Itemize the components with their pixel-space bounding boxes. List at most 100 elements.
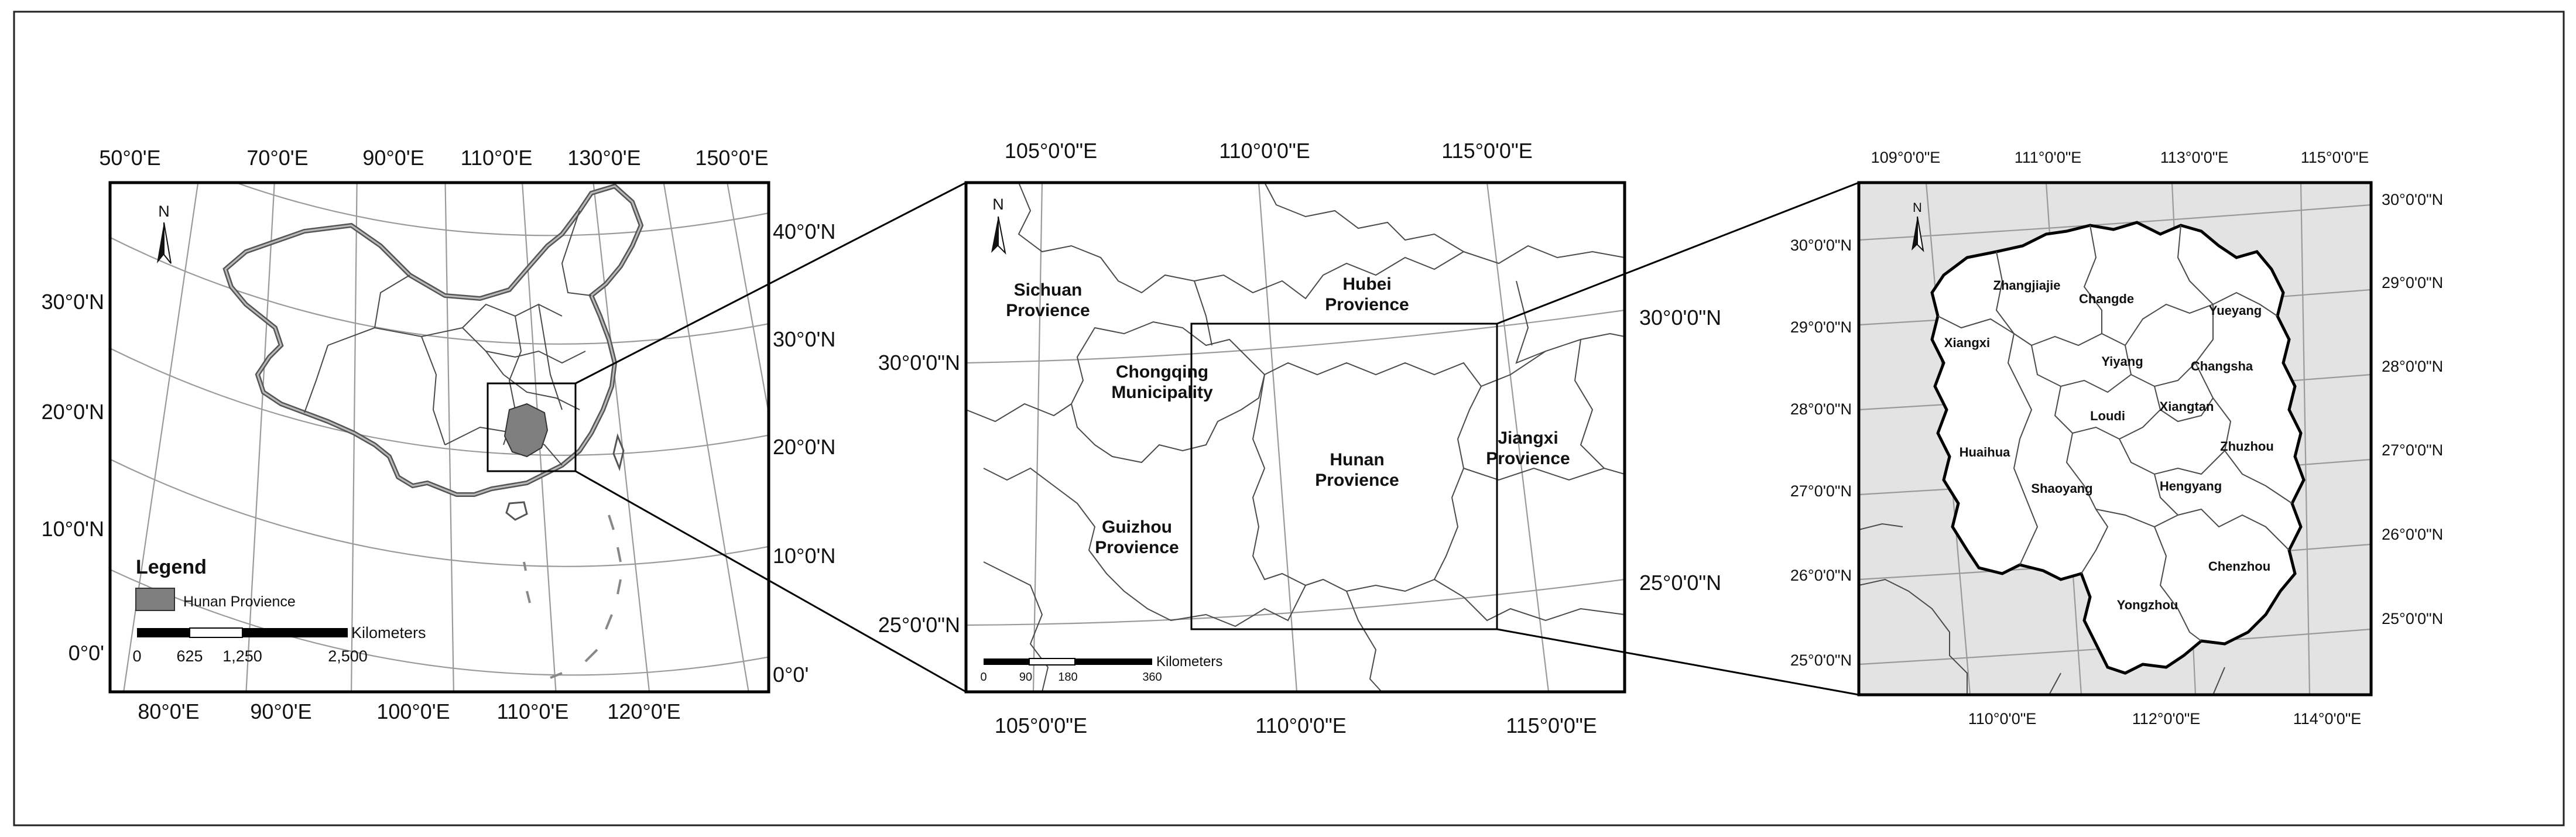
lon-label: 109°0'0"E <box>1871 149 1941 166</box>
lat-label: 10°0'N <box>773 544 835 568</box>
city-label: Hengyang <box>2160 479 2222 493</box>
province-label: Hunan <box>1330 450 1384 469</box>
panel2-province-borders <box>966 183 1625 692</box>
city-label: Xiangxi <box>1944 335 1990 350</box>
panel-regional-context: N Sichuan Provience Hubei Provience Chon… <box>878 139 1721 737</box>
city-labels: Zhangjiajie Changde Yueyang Xiangxi Yiya… <box>1944 278 2274 612</box>
lon-label: 111°0'0"E <box>2015 149 2082 166</box>
scale-unit: Kilometers <box>351 624 426 642</box>
panel3-outside-borders <box>1859 523 2225 695</box>
panel2-frame <box>964 181 1626 694</box>
lat-label: 20°0'N <box>773 435 835 459</box>
panel2-hunan-extent-box <box>1190 323 1498 630</box>
panel1-lon-labels-top: 50°0'E 70°0'E 90°0'E 110°0'E 130°0'E 150… <box>99 146 768 170</box>
scale-tick: 625 <box>176 647 203 665</box>
panel2-north-arrow: N <box>991 195 1006 255</box>
lon-label: 90°0'E <box>362 146 424 170</box>
scale-bar: 0 625 1,250 2,500 Kilometers <box>132 624 426 665</box>
lon-label: 110°0'0"E <box>1255 713 1347 737</box>
north-arrow-label: N <box>1913 200 1922 215</box>
hunan-city-borders <box>1937 225 2293 642</box>
legend-item-label: Hunan Provience <box>183 594 296 610</box>
scale-tick: 360 <box>1142 671 1162 684</box>
scale-unit: Kilometers <box>1156 654 1222 670</box>
province-label: Jiangxi <box>1498 428 1558 448</box>
province-label: Provience <box>1325 295 1409 314</box>
panel3-lat-labels-right: 30°0'0"N 29°0'0"N 28°0'0"N 27°0'0"N 26°0… <box>2382 191 2443 627</box>
lat-label: 0°0' <box>773 663 809 687</box>
scale-tick: 0 <box>980 671 986 684</box>
taiwan <box>612 433 625 471</box>
south-china-sea-islands <box>523 514 622 679</box>
lat-label: 10°0'N <box>42 517 104 541</box>
panel3-north-arrow: N <box>1912 200 1924 252</box>
legend: Legend Hunan Provience 0 625 1,250 2,500… <box>132 556 426 665</box>
lat-label: 30°0'0"N <box>878 351 960 375</box>
province-label: Hubei <box>1342 275 1391 294</box>
lat-label: 30°0'0"N <box>1790 236 1852 254</box>
lat-label: 26°0'0"N <box>2382 526 2443 543</box>
panel1-lon-labels-bottom: 80°0'E 90°0'E 100°0'E 110°0'E 120°0'E <box>138 699 680 723</box>
lat-label: 26°0'0"N <box>1790 567 1852 584</box>
scale-tick: 90 <box>1019 671 1032 684</box>
city-label: Loudi <box>2090 409 2125 423</box>
lat-label: 25°0'0"N <box>1790 651 1852 669</box>
lon-label: 105°0'0"E <box>1005 139 1097 163</box>
legend-title: Legend <box>136 556 207 578</box>
province-labels: Sichuan Provience Hubei Provience Chongq… <box>1006 275 1570 557</box>
lat-label: 29°0'0"N <box>2382 274 2443 291</box>
city-label: Yongzhou <box>2117 598 2178 612</box>
lat-label: 30°0'0"N <box>2382 191 2443 208</box>
city-label: Shaoyang <box>2031 481 2092 496</box>
lat-label: 40°0'N <box>773 219 835 243</box>
city-label: Zhuzhou <box>2220 439 2274 454</box>
province-label: Sichuan <box>1014 280 1083 300</box>
city-label: Huaihua <box>1960 445 2011 459</box>
panel2-lat-labels-right: 30°0'0"N 25°0'0"N <box>1639 306 1721 595</box>
panel-china-overview: N Legend Hunan Provience 0 625 1,250 2,5… <box>42 146 836 723</box>
north-arrow: N <box>157 203 172 264</box>
graticule-lat <box>110 183 769 676</box>
zoom-connectors-1 <box>575 181 967 693</box>
city-label: Changsha <box>2191 359 2253 373</box>
panel2-lon-labels-top: 105°0'0"E 110°0'0"E 115°0'0"E <box>1005 139 1533 163</box>
zoom-connectors-2 <box>1496 181 1859 696</box>
lon-label: 114°0'0"E <box>2293 710 2362 728</box>
panel1-frame <box>108 181 770 694</box>
lon-label: 90°0'E <box>250 699 311 723</box>
city-label: Yueyang <box>2209 303 2262 318</box>
panel1-lat-labels-left: 30°0'N 20°0'N 10°0'N 0°0' <box>42 290 104 665</box>
lat-label: 25°0'0"N <box>1639 571 1721 595</box>
panel3-lat-labels-left: 30°0'0"N 29°0'0"N 28°0'0"N 27°0'0"N 26°0… <box>1790 236 1852 669</box>
scale-tick: 0 <box>132 647 141 665</box>
lat-label: 30°0'0"N <box>1639 306 1721 330</box>
north-arrow-label: N <box>158 203 170 220</box>
scale-tick: 1,250 <box>222 647 262 665</box>
lon-label: 120°0'E <box>607 699 680 723</box>
lon-label: 110°0'E <box>497 699 569 723</box>
panel2-lat-labels-left: 30°0'0"N 25°0'0"N <box>878 351 960 637</box>
hainan <box>505 501 528 521</box>
province-label: Provience <box>1486 449 1570 468</box>
hunan-extent-box <box>487 382 577 472</box>
north-arrow-label: N <box>992 195 1004 213</box>
lat-label: 20°0'N <box>42 400 104 424</box>
legend-swatch <box>135 588 175 611</box>
city-label: Changde <box>2079 291 2134 306</box>
panel-hunan-detail: Zhangjiajie Changde Yueyang Xiangxi Yiya… <box>1790 149 2443 728</box>
lon-label: 115°0'0"E <box>2301 149 2369 166</box>
panel1-lat-labels-right: 40°0'N 30°0'N 20°0'N 10°0'N 0°0' <box>773 219 835 687</box>
lon-label: 70°0'E <box>246 146 308 170</box>
lat-label: 25°0'0"N <box>2382 610 2443 627</box>
china-outline <box>222 183 644 497</box>
lon-label: 150°0'E <box>695 146 768 170</box>
lon-label: 110°0'0"E <box>1219 139 1310 163</box>
lon-label: 113°0'0"E <box>2160 149 2229 166</box>
city-label: Chenzhou <box>2208 559 2270 574</box>
lat-label: 28°0'0"N <box>2382 358 2443 375</box>
province-label: Provience <box>1006 301 1090 320</box>
china-outline-inner <box>224 185 642 496</box>
lat-label: 27°0'0"N <box>1790 482 1852 500</box>
city-label: Yiyang <box>2101 354 2143 369</box>
